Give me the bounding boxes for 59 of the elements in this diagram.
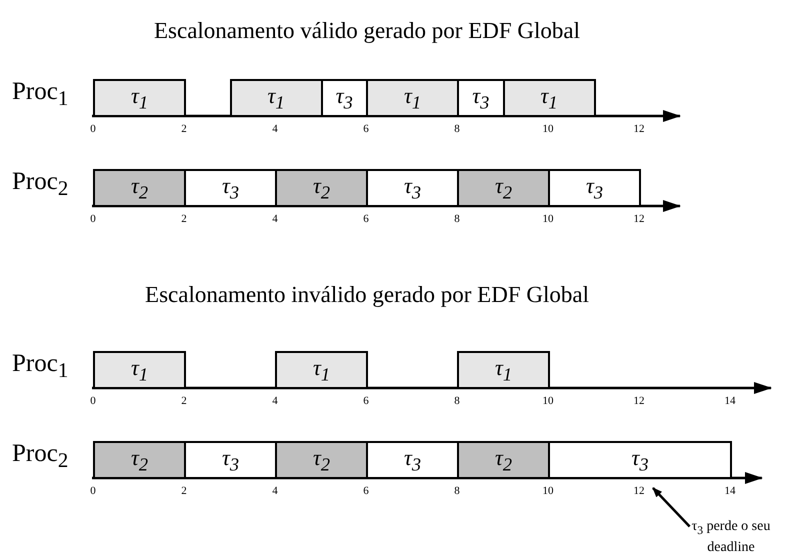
task-block: τ$_{3}$: [366, 441, 459, 479]
tick-label: 10: [542, 123, 554, 135]
tick-label: 6: [363, 213, 369, 225]
tick-label: 12: [634, 213, 644, 225]
chart-heading: Escalonamento válido gerado por EDF Global: [154, 18, 580, 44]
task-block: τ$_{3}$: [457, 79, 504, 117]
processor-label: Proc$_{2}$: [12, 168, 68, 201]
task-block: τ$_{3}$: [184, 441, 277, 479]
tick-label: 12: [634, 395, 644, 407]
processor-label: Proc$_{1}$: [12, 78, 68, 111]
tick-label: 0: [90, 485, 96, 497]
tick-label: 4: [272, 123, 278, 135]
task-block: τ$_{3}$: [184, 169, 277, 207]
task-block: τ$_{3}$: [320, 79, 368, 117]
task-block: τ$_{2}$: [275, 441, 368, 479]
tick-label: 10: [542, 395, 554, 407]
task-block: τ$_{1}$: [502, 79, 596, 117]
task-block: τ$_{1}$: [457, 351, 550, 389]
tick-label: 4: [272, 485, 278, 497]
chart-heading: Escalonamento inválido gerado por EDF Global: [145, 282, 589, 308]
tick-label: 0: [90, 213, 96, 225]
tick-label: 0: [90, 395, 96, 407]
task-block: τ$_{1}$: [275, 351, 368, 389]
tick-label: 6: [363, 485, 369, 497]
tick-label: 8: [454, 395, 460, 407]
task-block: τ$_{2}$: [457, 441, 550, 479]
tick-label: 0: [90, 123, 96, 135]
task-block: τ$_{3}$: [548, 441, 732, 479]
task-block: τ$_{3}$: [548, 169, 641, 207]
tick-label: 10: [542, 213, 554, 225]
tick-label: 8: [454, 213, 460, 225]
task-block: τ$_{2}$: [93, 441, 186, 479]
tick-label: 2: [181, 123, 187, 135]
tick-label: 10: [542, 485, 554, 497]
task-block: τ$_{3}$: [366, 169, 459, 207]
task-block: τ$_{1}$: [93, 79, 186, 117]
processor-label: Proc$_{2}$: [12, 440, 68, 473]
tick-label: 2: [181, 213, 187, 225]
tick-label: 12: [634, 123, 644, 135]
tick-label: 2: [181, 395, 187, 407]
annotation-text: τ$_{3}$ perde o seu deadline: [682, 518, 780, 554]
leader-arrow: [652, 487, 691, 528]
processor-label: Proc$_{1}$: [12, 350, 68, 383]
tick-label: 6: [363, 395, 369, 407]
tick-label: 4: [272, 395, 278, 407]
tick-label: 12: [634, 485, 644, 497]
task-block: τ$_{2}$: [275, 169, 368, 207]
task-block: τ$_{1}$: [93, 351, 186, 389]
tick-label: 8: [454, 123, 460, 135]
tick-label: 14: [724, 395, 736, 407]
tick-label: 6: [363, 123, 369, 135]
task-block: τ$_{2}$: [457, 169, 550, 207]
tick-label: 14: [724, 485, 736, 497]
tick-label: 2: [181, 485, 187, 497]
tick-label: 4: [272, 213, 278, 225]
task-block: τ$_{2}$: [93, 169, 186, 207]
task-block: τ$_{1}$: [230, 79, 322, 117]
tick-label: 8: [454, 485, 460, 497]
task-block: τ$_{1}$: [366, 79, 459, 117]
